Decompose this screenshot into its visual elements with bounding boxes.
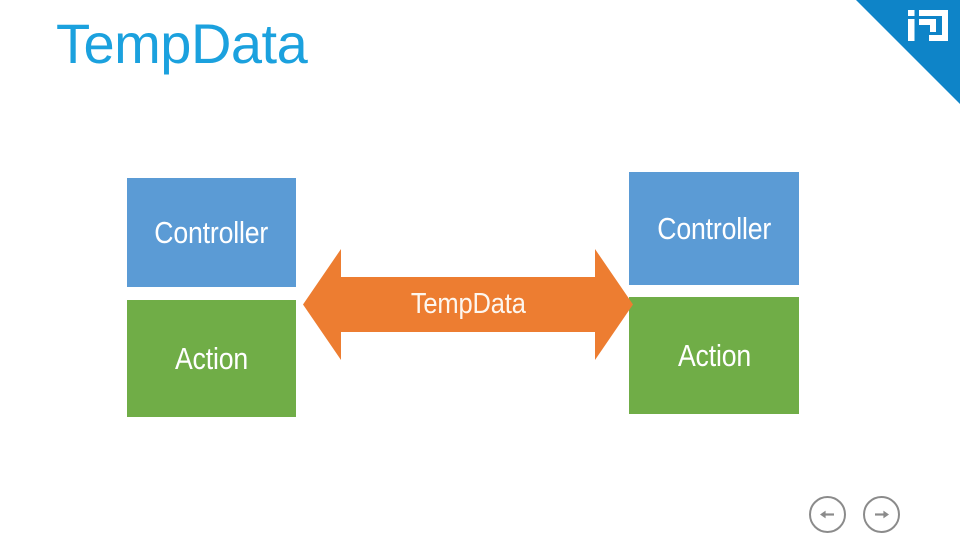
corner-brand	[856, 0, 960, 104]
tempdata-bidirectional-arrow[interactable]: TempData	[303, 247, 633, 362]
right-action-box[interactable]: Action	[629, 297, 799, 414]
left-action-box[interactable]: Action	[127, 300, 296, 417]
page-title: TempData	[56, 12, 308, 75]
left-action-label: Action	[174, 340, 249, 376]
arrow-label: TempData	[410, 288, 526, 320]
right-action-label: Action	[677, 337, 751, 373]
double-arrow-icon	[303, 249, 633, 360]
right-controller-box[interactable]: Controller	[629, 172, 799, 285]
arrow-label-wrapper: TempData	[303, 247, 633, 362]
next-slide-button[interactable]	[863, 496, 900, 533]
corner-triangle	[856, 0, 960, 104]
previous-slide-button[interactable]	[809, 496, 846, 533]
right-controller-label: Controller	[657, 210, 771, 246]
slide-navigation	[809, 496, 900, 533]
left-controller-label: Controller	[154, 214, 269, 250]
spiral-square-logo-icon	[908, 10, 948, 41]
left-controller-box[interactable]: Controller	[127, 178, 296, 287]
arrow-right-circle-icon	[875, 510, 889, 519]
arrow-left-circle-icon	[820, 510, 834, 519]
